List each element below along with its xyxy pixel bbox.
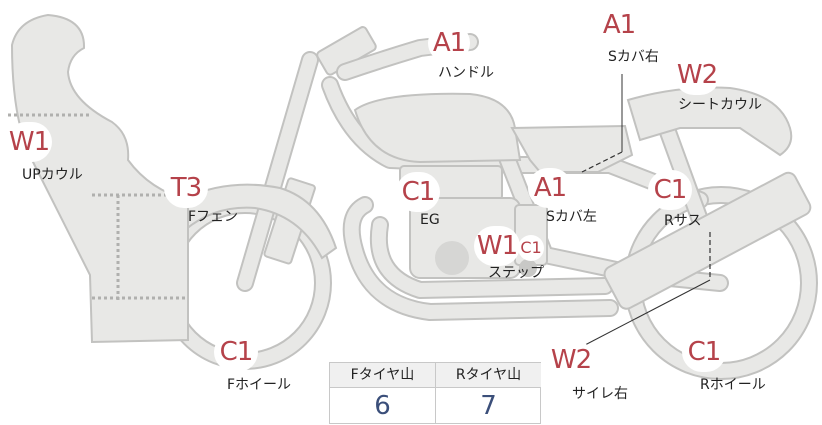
step-grade-badge: W1: [474, 226, 520, 266]
f-fender-label: Fフェン: [188, 209, 239, 225]
side-cover-shape: [510, 124, 634, 173]
rear-tread-header: Rタイヤ山: [436, 363, 541, 388]
handle-label: ハンドル: [438, 65, 494, 81]
up-cowl-label: UPカウル: [22, 167, 83, 183]
muffler-shape: [603, 171, 812, 310]
exhaust-pipes-shape: [342, 196, 619, 321]
s-cover-left-label: Sカバ左: [546, 209, 597, 225]
front-fork-shape: [236, 51, 319, 292]
s-cover-right-grade-badge: A1: [598, 5, 640, 45]
r-suspension-label: Rサス: [664, 213, 702, 229]
silencer-right-grade-badge: W2: [548, 340, 594, 380]
r-wheel-grade-badge: C1: [682, 332, 726, 372]
s-cover-right-label: Sカバ右: [608, 49, 659, 65]
step-label: ステップ: [488, 265, 544, 281]
f-wheel-label: Fホイール: [227, 377, 292, 393]
r-wheel-label: Rホイール: [700, 377, 766, 393]
step-extra-grade-badge: C1: [518, 235, 544, 261]
tread-table-divider: [435, 363, 436, 423]
f-fender-grade-badge: T3: [164, 168, 208, 208]
front-tread-value: 6: [374, 391, 391, 421]
s-cover-left-grade-badge: A1: [528, 168, 572, 208]
engine-grade-badge: C1: [396, 172, 440, 212]
tire-tread-table: Fタイヤ山 Rタイヤ山 6 7: [329, 362, 541, 424]
upper-cowl-shape: [8, 13, 189, 344]
front-tread-header: Fタイヤ山: [330, 363, 435, 388]
front-fender-shape: [184, 183, 338, 260]
rear-tread-value: 7: [480, 391, 497, 421]
silencer-right-label: サイレ右: [572, 386, 628, 402]
engine-label: EG: [420, 212, 440, 228]
r-suspension-grade-badge: C1: [648, 170, 692, 210]
seat-cowl-grade-badge: W2: [674, 55, 720, 95]
seat-cowl-label: シートカウル: [678, 97, 762, 113]
f-wheel-grade-badge: C1: [214, 332, 258, 372]
handle-grade-badge: A1: [428, 23, 470, 63]
fuel-tank-shape: [353, 92, 522, 164]
leader-silencer: [584, 279, 711, 346]
up-cowl-grade-badge: W1: [6, 122, 52, 162]
handlebar-shape: [316, 26, 479, 81]
